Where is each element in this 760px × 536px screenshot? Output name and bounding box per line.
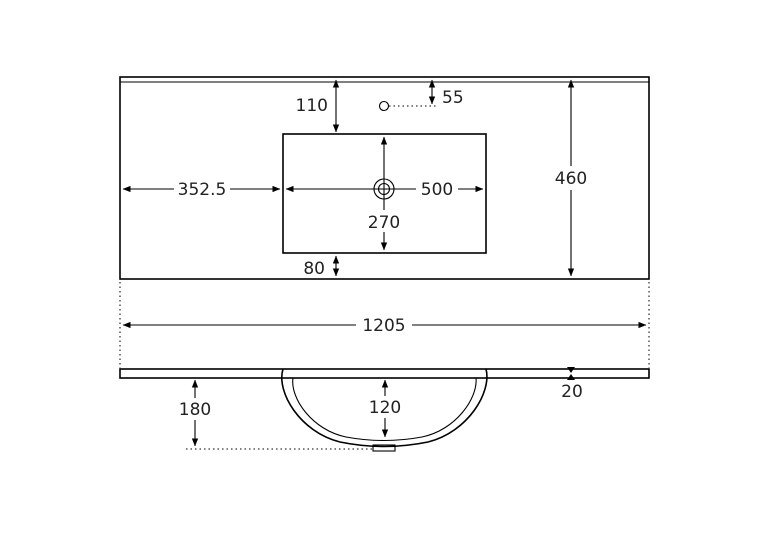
countertop-outline xyxy=(119,76,650,280)
front-elevation xyxy=(119,368,650,452)
dim-bowl-depth: 120 xyxy=(364,379,406,438)
basin-bowl-inner xyxy=(292,377,477,442)
dim-overall-width-label: 1205 xyxy=(362,316,405,336)
dim-rear-margin: 110 xyxy=(294,79,340,133)
dim-front-margin-label: 80 xyxy=(303,259,325,279)
dim-tap-hole-offset: 55 xyxy=(428,79,464,108)
dim-bowl-depth-label: 120 xyxy=(369,398,401,418)
dim-rear-margin-label: 110 xyxy=(296,96,328,116)
basin-cutout-outline xyxy=(282,133,487,254)
dim-front-margin: 80 xyxy=(303,255,340,279)
dim-overall-width: 1205 xyxy=(119,282,650,368)
plan-view xyxy=(119,76,650,280)
dim-basin-width-label: 500 xyxy=(421,180,453,200)
dim-depth-label: 460 xyxy=(555,169,587,189)
dim-basin-depth: 270 xyxy=(364,136,404,251)
dim-depth: 460 xyxy=(550,79,592,277)
tap-hole xyxy=(378,100,390,112)
dim-waste-height-label: 180 xyxy=(179,400,211,420)
dim-top-thickness-label: 20 xyxy=(561,382,583,402)
dim-waste-height: 180 xyxy=(174,379,216,447)
dim-left-offset-label: 352.5 xyxy=(178,180,227,200)
countertop-slab xyxy=(119,368,650,379)
dim-basin-depth-label: 270 xyxy=(368,213,400,233)
dim-tap-hole-offset-label: 55 xyxy=(442,88,464,108)
waste-outlet xyxy=(372,444,396,452)
dim-top-thickness: 20 xyxy=(561,367,583,402)
dim-left-offset: 352.5 xyxy=(122,178,281,200)
basin-bowl-outer xyxy=(281,368,488,448)
